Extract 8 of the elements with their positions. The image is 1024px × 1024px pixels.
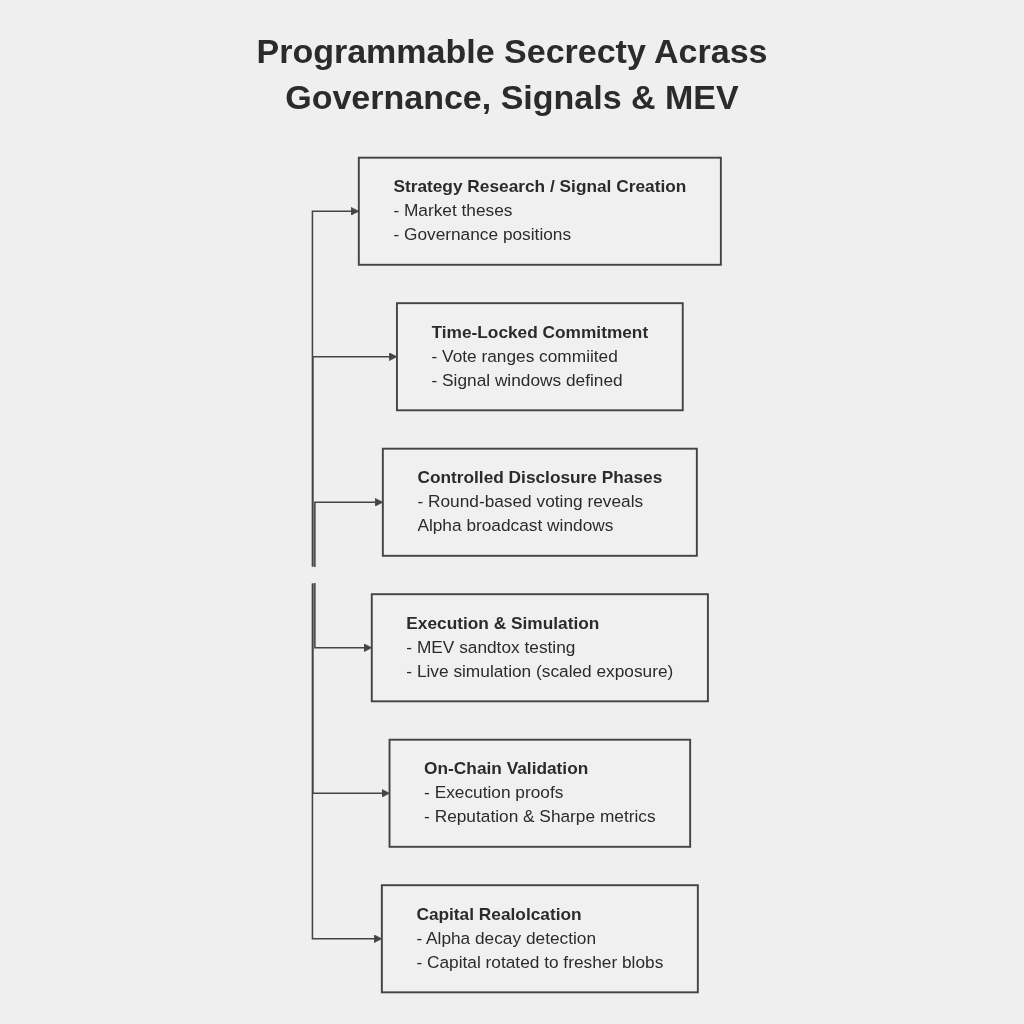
arrow — [312, 582, 390, 798]
process-box: Capital Realolcation - Alpha decay detection - Capital rotated to fresher blobs — [380, 884, 699, 994]
process-box: Execution & Simulation - MEV sandtox testing - Live simulation (scaled exposure) — [370, 593, 709, 703]
process-box: Strategy Research / Signal Creation - Market theses - Governance positions — [357, 156, 722, 266]
process-box: Controlled Disclosure Phases - Round-based voting reveals Alpha broadcast windows — [381, 447, 698, 557]
process-box: On-Chain Validation - Execution proofs - Reputation & Sharpe metrics — [388, 738, 692, 848]
diagram-title: Programmable Secrecty Acrass Governance, Signals & MEV — [255, 31, 769, 118]
process-box: Time-Locked Commitment - Vote ranges commiited - Signal windows defined — [396, 302, 684, 412]
